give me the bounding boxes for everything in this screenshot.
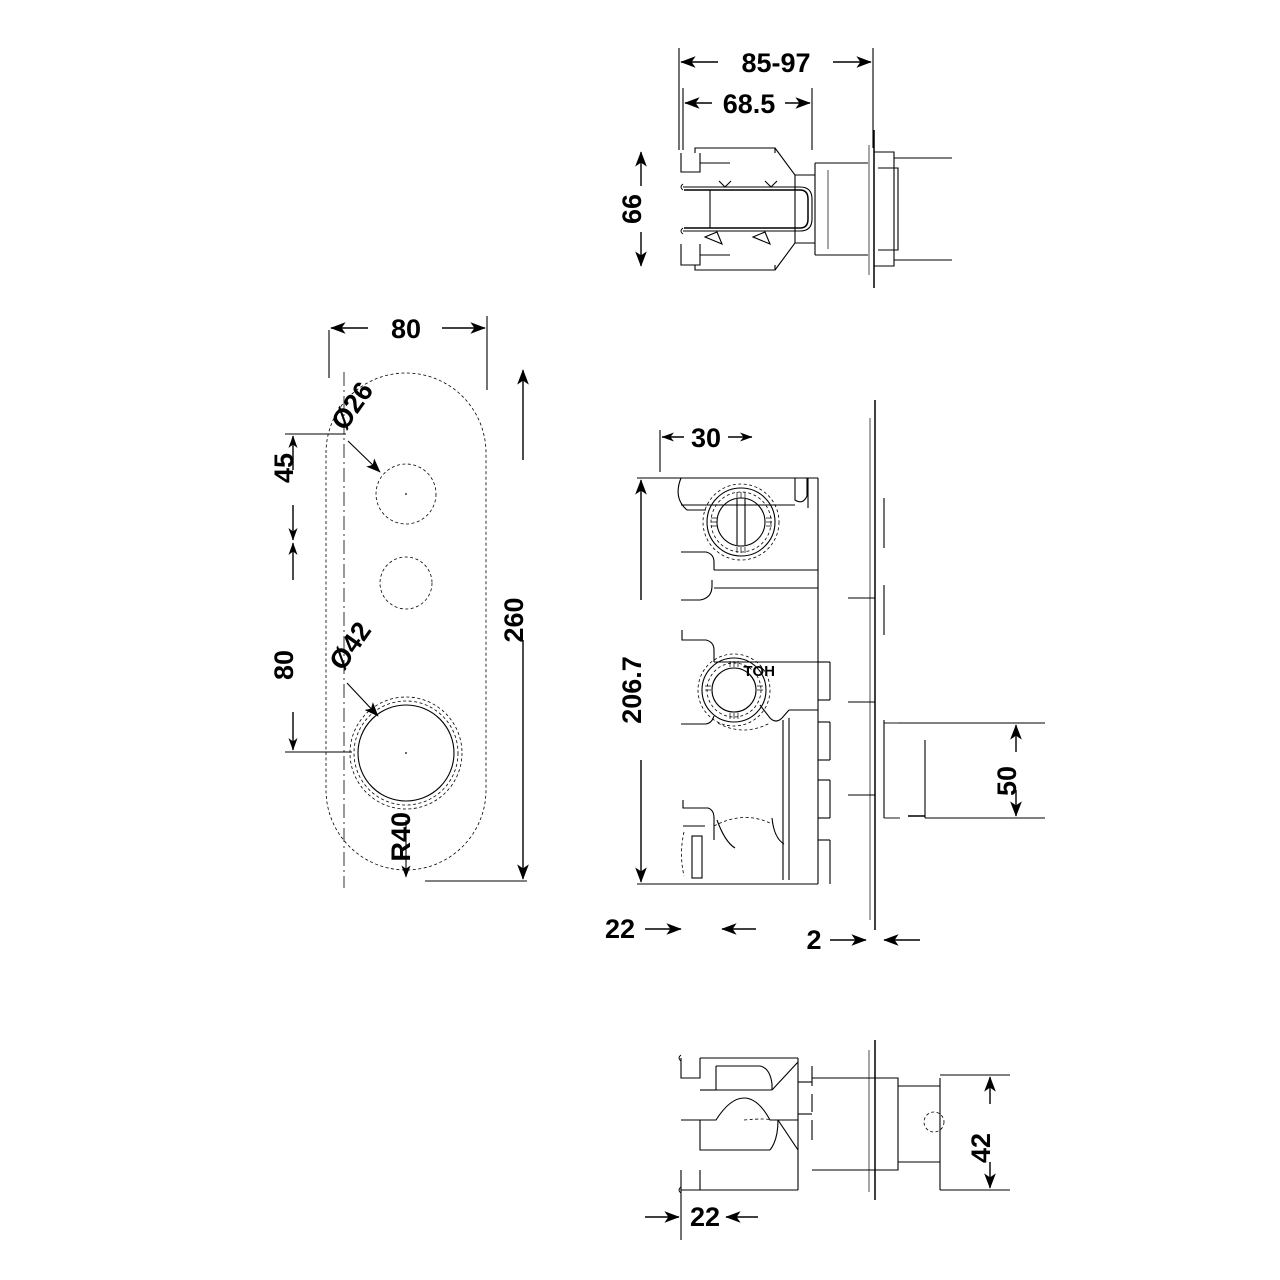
dimension-66: 66 <box>617 151 647 267</box>
dim-label-dia26: Ø26 <box>325 376 379 435</box>
hole-top-d26 <box>375 463 437 525</box>
dim-label-68-5: 68.5 <box>723 89 776 119</box>
dimension-260: 260 <box>425 369 529 882</box>
dim-label-80-width: 80 <box>391 314 421 344</box>
hole-bottom-d42 <box>349 696 463 810</box>
dim-label-45: 45 <box>269 453 299 483</box>
dimension-50: 50 <box>902 722 1045 819</box>
hot-label: HOT <box>743 663 775 680</box>
dimension-68-5: 68.5 <box>682 88 813 150</box>
dimension-30: 30 <box>659 423 753 472</box>
view-front-faceplate: 80 260 45 80 <box>269 314 529 888</box>
dim-label-42: 42 <box>966 1133 996 1163</box>
dim-label-66: 66 <box>617 194 647 224</box>
dim-label-22-bottom: 22 <box>690 1202 720 1232</box>
side-body-outline: HOT <box>677 400 1045 930</box>
dim-label-22-main: 22 <box>605 914 635 944</box>
dimension-80-spacing: 80 <box>269 542 352 753</box>
dim-label-50: 50 <box>992 766 1022 796</box>
hole-middle <box>379 556 433 610</box>
plan-body-outline <box>680 130 952 288</box>
dim-label-85-97: 85-97 <box>741 48 810 78</box>
dimension-42: 42 <box>940 1074 1010 1191</box>
dim-label-260: 260 <box>499 597 529 642</box>
faceplate-outline <box>325 372 487 871</box>
dim-label-dia42: Ø42 <box>323 616 377 675</box>
dim-label-2: 2 <box>806 925 821 955</box>
dimension-80-width: 80 <box>328 314 488 390</box>
dimension-22-main: 22 <box>605 914 756 944</box>
view-side-section: 30 206.7 50 22 2 <box>605 400 1045 955</box>
dim-label-206-7: 206.7 <box>617 656 647 724</box>
leader-dia42: Ø42 <box>323 616 379 717</box>
view-bottom-section: 42 22 <box>645 1040 1010 1240</box>
leader-r40: R40 <box>386 812 416 878</box>
dim-label-80-spacing: 80 <box>269 650 299 680</box>
dimension-85-97: 85-97 <box>678 48 874 150</box>
dimension-2: 2 <box>806 925 920 955</box>
leader-dia26: Ø26 <box>325 376 381 473</box>
bottom-body-outline <box>678 1040 945 1200</box>
dimension-22-bottom: 22 <box>645 1190 758 1240</box>
view-top-plan-section: 85-97 68.5 66 <box>617 48 952 288</box>
dim-label-30: 30 <box>691 423 721 453</box>
dimension-45: 45 <box>269 433 346 541</box>
dim-label-r40: R40 <box>386 812 416 862</box>
dimension-206-7: 206.7 <box>617 477 704 885</box>
